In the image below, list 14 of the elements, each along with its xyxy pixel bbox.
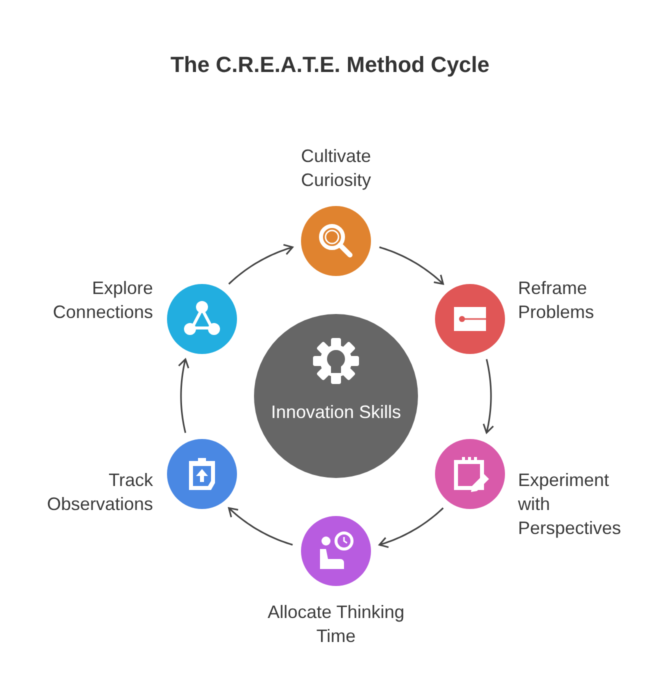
arrow [378, 507, 444, 548]
step-label: Allocate Thinking Time [266, 601, 406, 648]
center-label: Innovation Skills [270, 401, 402, 424]
step-label: Cultivate Curiosity [300, 145, 372, 192]
arrow [178, 358, 190, 433]
step-label: Explore Connections [52, 277, 153, 324]
arrow [379, 246, 444, 285]
arrow [228, 244, 294, 285]
step-label: Track Observations [46, 469, 153, 516]
arrow [482, 359, 494, 434]
step-label: Experiment with Perspectives [518, 469, 622, 540]
step-label: Reframe Problems [518, 277, 596, 324]
title: The C.R.E.A.T.E. Method Cycle [169, 52, 491, 78]
arrow [228, 507, 293, 546]
